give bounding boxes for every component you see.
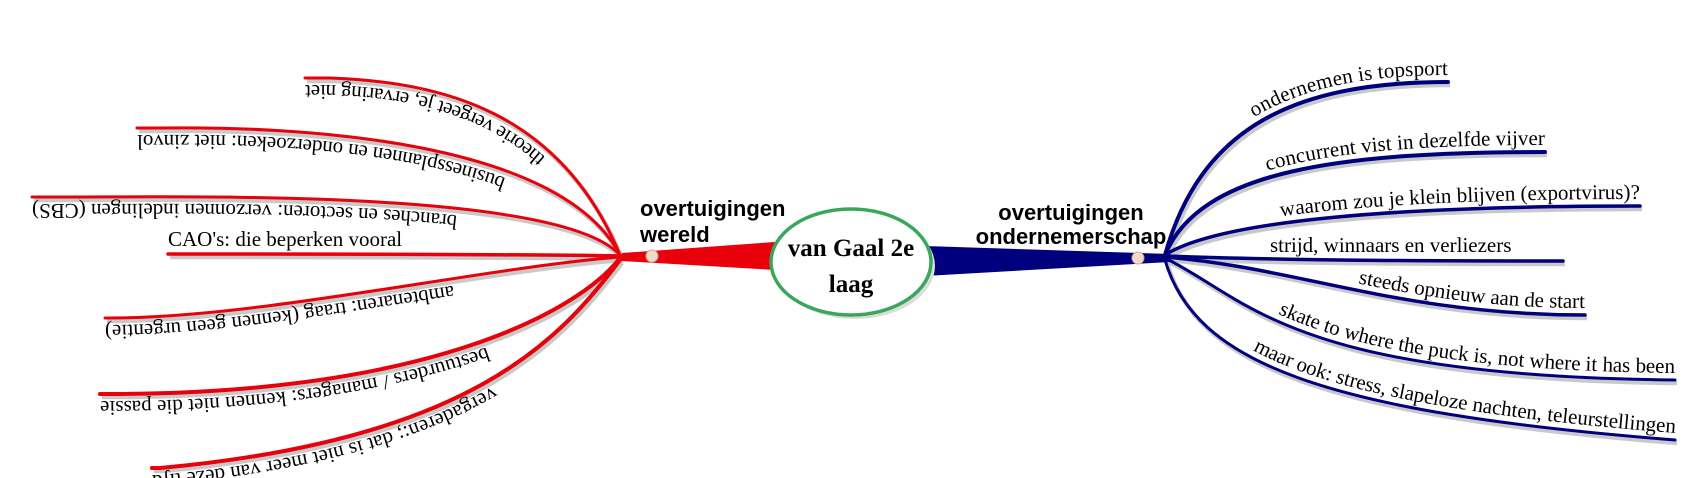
right-item-3[interactable]: strijd, winnaars en verliezers — [1270, 233, 1511, 257]
left-junction-knob[interactable] — [645, 249, 659, 263]
left-item-3[interactable]: CAO's: die beperken vooral — [168, 227, 402, 251]
central-node[interactable] — [769, 207, 933, 317]
central-node-label-line2: laag — [829, 271, 874, 298]
right-item-2[interactable]: waarom zou je klein blijven (exportvirus… — [1278, 180, 1640, 221]
right-item-4[interactable]: steeds opnieuw aan de start — [1357, 265, 1585, 313]
right-main-connector — [925, 246, 1170, 276]
left-branch-title-line1[interactable]: overtuigingen — [640, 196, 785, 221]
left-line-3[interactable] — [166, 252, 624, 258]
right-branch-title-line2[interactable]: ondernemerschap — [976, 224, 1167, 249]
right-junction-knob[interactable] — [1131, 251, 1145, 265]
left-item-4[interactable]: ambtenaren: traag (kennen geen urgentie) — [105, 281, 456, 344]
left-main-connector — [622, 242, 775, 270]
left-item-1[interactable]: businessplannen en onderzoeken: niet zin… — [137, 130, 508, 196]
central-node-label-line1: van Gaal 2e — [788, 235, 914, 262]
left-branch-title-line2[interactable]: wereld — [639, 222, 710, 247]
right-branch-title-line1[interactable]: overtuigingen — [998, 200, 1143, 225]
